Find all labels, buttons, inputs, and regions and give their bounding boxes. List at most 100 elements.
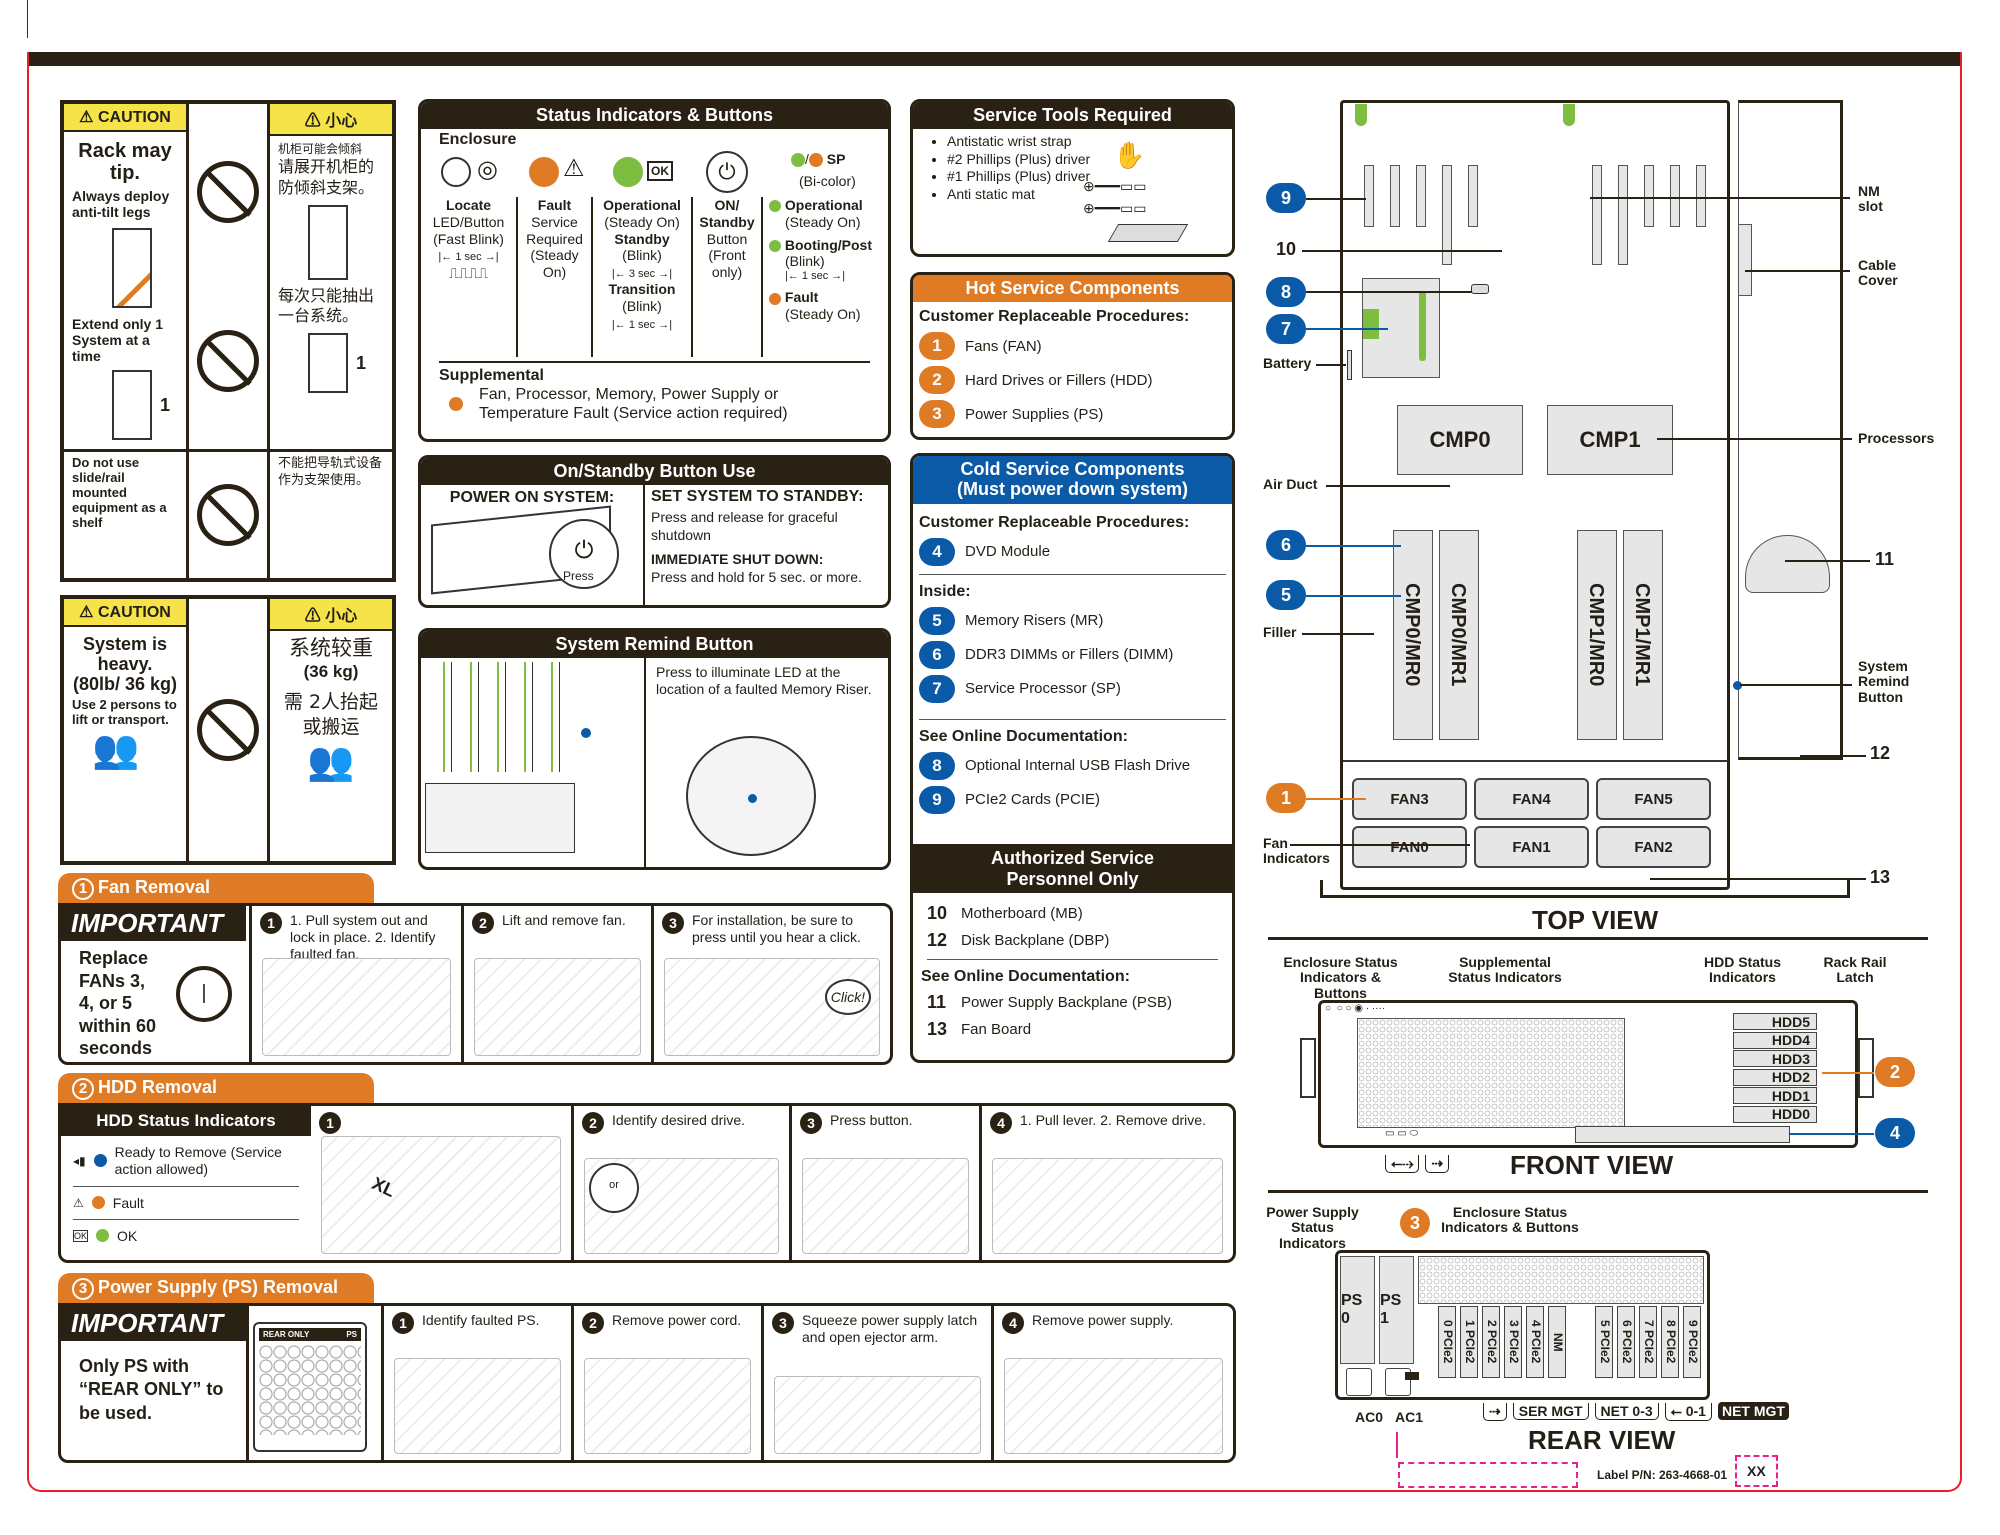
hdd-ready-indicator: ◂▮ Ready to Remove (Service action allow… [73,1144,282,1177]
rack-extend-icon [112,370,152,441]
status-indicators-title: Status Indicators & Buttons [421,102,888,129]
power-on-illustration: POWER ON SYSTEM: ⏻ Press [421,485,643,605]
pcie-slot [1416,165,1426,227]
label-ps-status: Power Supply Status Indicators [1266,1204,1359,1251]
caution-en-cell: ⚠ CAUTION Rack may tip. Always deploy an… [64,104,186,449]
hdd-step-1-illustration: XL [321,1136,561,1254]
rear-pcie-slot[interactable]: 8 PCIe2 [1661,1306,1679,1378]
wrist-strap-icon: ✋ [1113,140,1146,170]
front-ports[interactable]: ▭ ▭ ⬭ [1385,1128,1418,1139]
system-remind-led[interactable] [1733,681,1742,690]
heavy-weight-cn: (36 kg) [303,662,359,682]
standby-heading: SET SYSTEM TO STANDBY: [651,488,864,505]
power-button-zoom-icon[interactable]: ⏻ [549,519,619,589]
onstandby-panel: On/Standby Button Use POWER ON SYSTEM: ⏻… [418,455,891,608]
rack-rail-latch-left[interactable] [1300,1038,1316,1098]
shutdown-text: Press and hold for 5 sec. or more. [651,569,862,586]
operational-column: Operational (Steady On) Standby (Blink) … [591,197,691,357]
memory-riser: CMP0/MR1 [1439,530,1479,740]
fan-step-3-illustration: Click! [664,958,880,1056]
hdd-bay[interactable]: HDD4 [1733,1031,1817,1049]
power-supply-slot[interactable]: PS 1 [1379,1256,1414,1364]
rear-pcie-slot[interactable]: 7 PCIe2 [1639,1306,1657,1378]
ps-step-1-illustration [394,1358,561,1454]
fan-important-block: IMPORTANT Replace FANs 3, 4, or 5 within… [61,906,246,1062]
remind-button-icon[interactable] [581,728,591,738]
label-front-hdd-status: HDD Status Indicators [1703,954,1781,986]
rear-pcie-slot[interactable]: 0 PCIe2 [1438,1306,1456,1378]
rack-extend-icon-cn [308,333,348,394]
pcie-slot [1670,165,1680,227]
rear-pcie-slot[interactable]: 2 PCIe2 [1482,1306,1500,1378]
remind-zoom-illustration [686,736,816,856]
rack-rail-latch-right[interactable] [1858,1038,1874,1098]
ac1-inlet[interactable] [1385,1368,1411,1396]
fan-time-note: Replace FANs 3, 4, or 5 within 60 second… [79,948,157,1058]
hdd-bay[interactable]: HDD1 [1733,1087,1817,1104]
rear-pcie-slot[interactable]: 1 PCIe2 [1460,1306,1478,1378]
two-person-icon-cn: 👥 [307,740,355,783]
fan-slot[interactable]: FAN1 [1474,826,1589,868]
fan-slot[interactable]: FAN4 [1474,778,1589,820]
front-status-leds[interactable]: ○ ○ ○ ◉ · ···· [1325,1003,1386,1014]
supplemental-heading: Supplemental [439,367,544,384]
phillips-2-driver-icon: ⊕━━━▭▭ [1083,178,1147,194]
two-person-lift-cn: 需 2人抬起或搬运 [283,691,379,738]
callout-8: 8 [1266,277,1306,307]
fault-column: Fault Service Required (Steady On) [516,197,591,357]
phillips-1-driver-icon: ⊕━━━▭▭ [1083,200,1147,216]
hot-service-title: Hot Service Components [913,275,1232,302]
label-rear-enclosure: Enclosure Status Indicators & Buttons [1441,1204,1579,1236]
label-fan-indicators: Fan Indicators [1263,835,1330,867]
rear-pcie-slot[interactable]: NM [1548,1306,1566,1378]
ps-rear-only-note: Only PS with “REAR ONLY” to be used. [79,1356,224,1423]
fan-slot[interactable]: FAN0 [1352,826,1467,868]
label-battery: Battery [1263,355,1312,371]
ac0-inlet[interactable] [1346,1368,1372,1396]
hdd-bay[interactable]: HDD2 [1733,1068,1817,1086]
label-12: 12 [1870,743,1891,763]
callout-4: 4 [1875,1118,1915,1148]
power-supply-slot[interactable]: PS 0 [1340,1256,1375,1364]
caution-heavy-label: ⚠ CAUTION System is heavy. (80lb/ 36 kg)… [60,595,396,865]
hdd-step-2-illustration: or [584,1158,779,1254]
dvd-drive[interactable] [1575,1126,1790,1143]
hdd-bay[interactable]: HDD5 [1733,1013,1817,1030]
rear-pcie-slot[interactable]: 6 PCIe2 [1617,1306,1635,1378]
fan-slot[interactable]: FAN2 [1596,826,1711,868]
rear-pcie-slot[interactable]: 3 PCIe2 [1504,1306,1522,1378]
ps-important-heading: IMPORTANT [61,1306,246,1341]
fan-slot[interactable]: FAN5 [1596,778,1711,820]
hdd-bay[interactable]: HDD3 [1733,1050,1817,1067]
rear-enclosure-leds[interactable] [1405,1372,1419,1380]
fan-step-2-illustration [474,958,641,1056]
cpu-cmp0: CMP0 [1397,405,1523,475]
power-button-icon[interactable]: ⏻ [706,151,748,193]
rack-tip-cn: 机柜可能会倾斜 [278,142,363,156]
fan-slot[interactable]: FAN3 [1352,778,1467,820]
rear-view-title: REAR VIEW [1528,1425,1676,1455]
usb-label: ⭠ 0-1 [1664,1403,1712,1421]
hdd-bay[interactable]: HDD0 [1733,1105,1817,1123]
rear-pcie-slot[interactable]: 9 PCIe2 [1683,1306,1701,1378]
rear-pcie-slot[interactable]: 5 PCIe2 [1595,1306,1613,1378]
net-mgt-label: NET MGT [1717,1402,1789,1420]
label-front-supplemental: Supplemental Status Indicators [1448,954,1562,986]
pcie-slot [1390,165,1400,227]
rear-pcie-slot[interactable]: 4 PCIe2 [1526,1306,1544,1378]
onstandby-column: ON/ Standby Button (Front only) [691,197,761,357]
authorized-title: Authorized Service Personnel Only [913,844,1232,894]
